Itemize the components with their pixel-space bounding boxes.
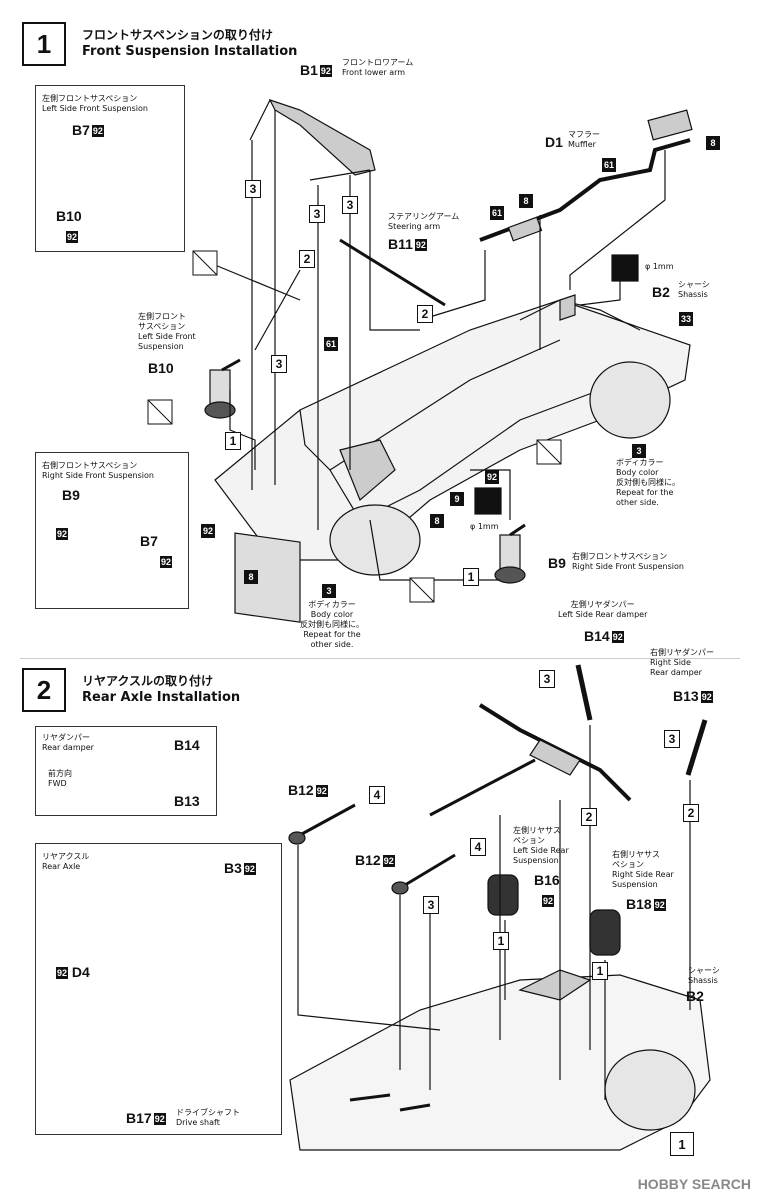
b10-label: B10 xyxy=(148,360,174,376)
b16-num: 92 xyxy=(542,894,555,907)
body-color-tag-right: 3 xyxy=(632,444,646,458)
sequence-box: 3 xyxy=(271,355,287,373)
sequence-box: 1 xyxy=(493,932,509,950)
tag-9: 9 xyxy=(450,492,464,506)
tag-8: 8 xyxy=(706,136,720,150)
sequence-box: 1 xyxy=(463,568,479,586)
drive-shaft xyxy=(429,758,536,817)
step-divider xyxy=(20,658,740,659)
tag-61: 61 xyxy=(602,158,616,172)
tag-92: 92 xyxy=(201,524,215,538)
b2-step2-label: B2 xyxy=(686,988,704,1004)
sequence-box: 4 xyxy=(470,838,486,856)
step2-title-jp: リヤアクスルの取り付け xyxy=(82,674,214,688)
tag-8: 8 xyxy=(519,194,533,208)
tag-61: 61 xyxy=(490,206,504,220)
b9-label: B9 xyxy=(548,555,566,571)
right-front-suspension-inset: 右側フロントサスペション Right Side Front Suspension… xyxy=(35,452,189,609)
footer-watermark: HOBBY SEARCH xyxy=(637,1176,751,1192)
tag-61: 61 xyxy=(324,337,338,351)
left-mid-suspension xyxy=(204,358,241,419)
step1-title-jp: フロントサスペンションの取り付け xyxy=(82,28,273,42)
step2-number: 2 xyxy=(22,668,66,712)
step2-title-en: Rear Axle Installation xyxy=(82,690,241,705)
sequence-box: 2 xyxy=(299,250,315,268)
left-front-suspension-inset: 左側フロントサスペション Left Side Front Suspension … xyxy=(35,85,185,252)
sequence-box: 1 xyxy=(225,432,241,450)
step1-title-en: Front Suspension Installation xyxy=(82,44,298,59)
sequence-box: 2 xyxy=(581,808,597,826)
tag-33: 33 xyxy=(679,312,693,326)
sequence-box: 2 xyxy=(417,305,433,323)
sequence-box: 1 xyxy=(592,962,608,980)
sequence-box: 3 xyxy=(423,896,439,914)
front-lower-arm xyxy=(268,98,376,176)
sequence-box: 3 xyxy=(664,730,680,748)
no-glue-icons xyxy=(147,250,562,603)
d1-label: D1 xyxy=(545,134,563,150)
sequence-box: 3 xyxy=(539,670,555,688)
steering-arm xyxy=(339,238,446,307)
b16-label: B16 xyxy=(534,872,560,888)
muffler xyxy=(479,138,691,242)
tag-92: 92 xyxy=(485,470,499,484)
drill-label: φ 1mm xyxy=(645,262,674,271)
sequence-box: 2 xyxy=(683,804,699,822)
sequence-box: 3 xyxy=(245,180,261,198)
rear-spring-right xyxy=(589,909,621,956)
drill-label-2: φ 1mm xyxy=(470,522,499,531)
step1-number: 1 xyxy=(22,22,66,66)
rear-damper-legend: リヤダンパー Rear damper B14 前方向 FWD B13 xyxy=(35,726,217,816)
b2-label: B2 xyxy=(652,284,670,300)
sequence-box: 3 xyxy=(309,205,325,223)
body-color-tag-left: 3 xyxy=(322,584,336,598)
tag-8: 8 xyxy=(430,514,444,528)
tag-8: 8 xyxy=(244,570,258,584)
sequence-box: 4 xyxy=(369,786,385,804)
right-mid-suspension xyxy=(494,523,526,584)
sequence-box: 3 xyxy=(342,196,358,214)
rear-spring-left xyxy=(487,874,519,916)
end-box: 1 xyxy=(670,1132,694,1156)
